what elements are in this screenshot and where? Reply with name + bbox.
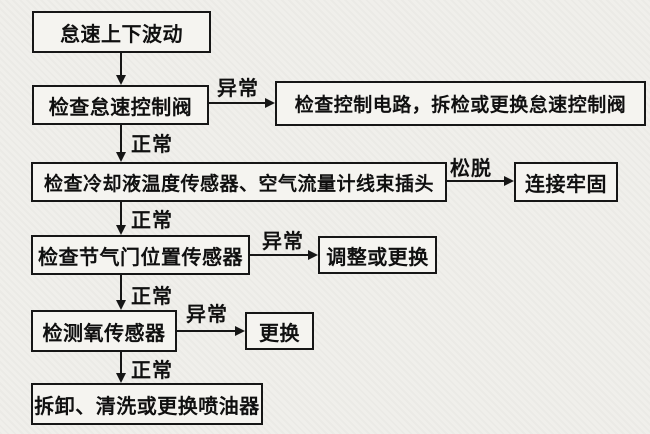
edge-label-normal-4: 正常 <box>131 358 173 382</box>
edge-label-normal-1: 正常 <box>131 132 173 156</box>
node-check-circuit-replace-idle-valve: 检查控制电路，拆检或更换怠速控制阀 <box>275 81 646 126</box>
node-replace: 更换 <box>245 312 314 350</box>
node-adjust-or-replace: 调整或更换 <box>318 236 437 274</box>
arrow-line-v3 <box>120 202 122 226</box>
node-remove-clean-replace-injector: 拆卸、清洗或更换喷油器 <box>31 383 263 425</box>
node-check-coolant-sensor-airflow-plug: 检查冷却液温度传感器、空气流量计线束插头 <box>31 162 447 202</box>
edge-label-abnormal-3: 异常 <box>186 302 228 326</box>
arrow-down-icon-1 <box>116 75 126 85</box>
node-check-throttle-position-sensor: 检查节气门位置传感器 <box>31 235 250 275</box>
arrow-down-icon-4 <box>116 300 126 310</box>
arrow-line-h2 <box>447 180 505 182</box>
arrow-line-v5 <box>120 352 122 374</box>
arrow-right-icon-4 <box>235 326 245 336</box>
arrow-right-icon-3 <box>308 250 318 260</box>
edge-label-normal-2: 正常 <box>131 208 173 232</box>
edge-label-abnormal-2: 异常 <box>262 229 304 253</box>
edge-label-normal-3: 正常 <box>131 284 173 308</box>
arrow-line-h1 <box>209 102 266 104</box>
arrow-down-icon-3 <box>116 225 126 235</box>
arrow-line-h4 <box>177 330 236 332</box>
node-secure-connection: 连接牢固 <box>514 162 618 202</box>
node-check-idle-control-valve: 检查怠速控制阀 <box>32 85 209 125</box>
arrow-down-icon-2 <box>116 152 126 162</box>
edge-label-abnormal-1: 异常 <box>217 76 259 100</box>
node-check-oxygen-sensor: 检测氧传感器 <box>31 310 177 352</box>
arrow-right-icon-2 <box>504 176 514 186</box>
edge-label-loose: 松脱 <box>450 156 492 180</box>
arrow-right-icon-1 <box>265 98 275 108</box>
node-idle-speed-fluctuation: 怠速上下波动 <box>32 11 211 53</box>
arrow-line-v1 <box>120 53 122 77</box>
arrow-line-h3 <box>250 254 309 256</box>
arrow-line-v4 <box>120 275 122 301</box>
arrow-line-v2 <box>120 125 122 153</box>
arrow-down-icon-5 <box>116 373 126 383</box>
